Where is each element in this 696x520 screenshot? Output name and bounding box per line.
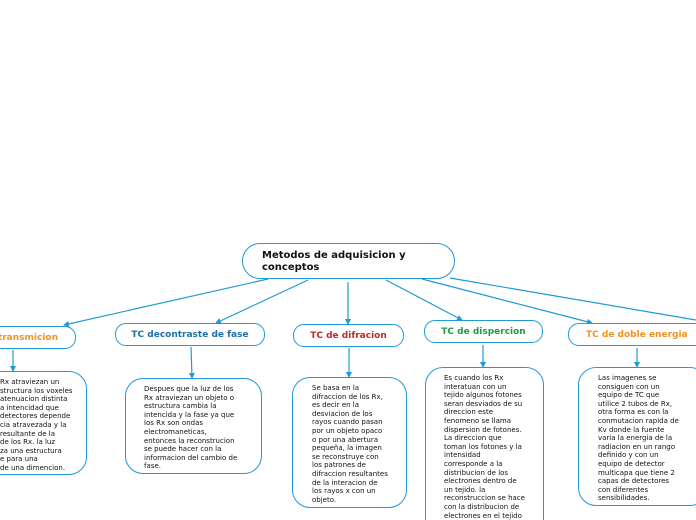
central-topic[interactable]: Metodos de adquisicion y conceptos bbox=[242, 243, 455, 279]
desc-doble-energia-text: Las imagenes se consiguen con un equipo … bbox=[598, 374, 679, 503]
desc-difracion[interactable]: Se basa en la difraccion de los Rx, es d… bbox=[292, 377, 407, 508]
topic-transmicion[interactable]: transmicion bbox=[0, 326, 76, 349]
topic-contraste-fase-label: TC decontraste de fase bbox=[131, 329, 249, 340]
link-contraste-to-desc bbox=[188, 346, 195, 379]
topic-doble-energia[interactable]: TC de doble energia bbox=[568, 323, 696, 346]
topic-difracion[interactable]: TC de difracion bbox=[293, 324, 404, 347]
topic-contraste-fase[interactable]: TC decontraste de fase bbox=[115, 323, 265, 346]
topic-doble-energia-label: TC de doble energia bbox=[586, 329, 688, 340]
link-central-to-offscreen bbox=[449, 277, 696, 321]
central-topic-title: Metodos de adquisicion y conceptos bbox=[262, 250, 406, 273]
desc-contraste-fase-text: Despues que la luz de los Rx atraviezan … bbox=[144, 385, 238, 471]
desc-difracion-text: Se basa en la difraccion de los Rx, es d… bbox=[312, 384, 388, 504]
link-central-to-doble-energia bbox=[421, 278, 593, 325]
desc-contraste-fase[interactable]: Despues que la luz de los Rx atraviezan … bbox=[125, 378, 262, 474]
desc-transmicion[interactable]: Rx atraviezan un structura los voxeles a… bbox=[0, 371, 87, 475]
desc-dispercion-text: Es cuando los Rx interatuan con un tejid… bbox=[444, 374, 525, 520]
desc-doble-energia[interactable]: Las imagenes se consiguen con un equipo … bbox=[578, 367, 696, 506]
topic-dispercion-label: TC de dispercion bbox=[441, 326, 526, 337]
topic-transmicion-label: transmicion bbox=[0, 332, 58, 343]
link-central-to-contraste-fase bbox=[215, 279, 309, 324]
desc-dispercion[interactable]: Es cuando los Rx interatuan con un tejid… bbox=[425, 367, 544, 520]
link-central-to-dispercion bbox=[385, 279, 463, 321]
desc-transmicion-text: Rx atraviezan un structura los voxeles a… bbox=[0, 378, 73, 472]
topic-dispercion[interactable]: TC de dispercion bbox=[424, 320, 543, 343]
link-central-to-transmicion bbox=[63, 278, 269, 327]
topic-difracion-label: TC de difracion bbox=[310, 330, 387, 341]
